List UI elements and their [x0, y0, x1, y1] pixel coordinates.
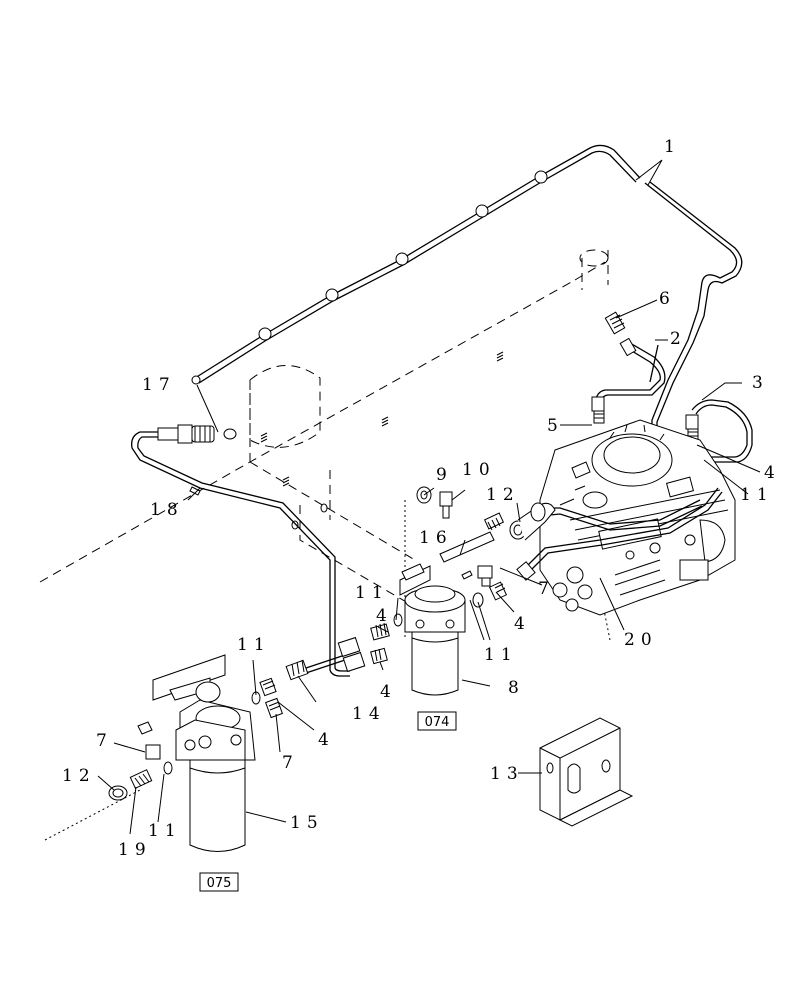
ref-label-074: 074 — [425, 715, 450, 730]
bracket-13 — [539, 717, 634, 827]
callout-4d: 4 — [380, 682, 397, 702]
block-bolts — [260, 351, 504, 530]
callout-9: 9 — [436, 465, 453, 485]
fittings-lower — [108, 659, 309, 801]
callout-1: 1 — [664, 137, 681, 157]
callout-7b: 7 — [282, 753, 299, 773]
ref-label-075: 075 — [207, 876, 232, 891]
callout-13: 13 — [490, 764, 524, 784]
callout-2: 2 — [670, 329, 687, 349]
callout-7c: 7 — [96, 731, 113, 751]
callout-6: 6 — [659, 289, 676, 309]
callout-3: 3 — [752, 373, 769, 393]
injection-pump — [539, 419, 736, 616]
callout-5: 5 — [547, 416, 564, 436]
callout-14: 14 — [352, 704, 386, 724]
fuel-line-18 — [131, 431, 350, 677]
fittings-mid — [370, 565, 508, 665]
callout-19: 19 — [118, 840, 152, 860]
fuel-line-14 — [299, 636, 366, 676]
callout-4b: 4 — [514, 614, 531, 634]
callout-11b: 11 — [355, 583, 389, 603]
fitting-17 — [157, 424, 237, 444]
callout-11e: 11 — [148, 821, 182, 841]
injector-leakoff-line — [191, 144, 743, 470]
fuel-filter-15 — [137, 654, 256, 852]
callout-4c: 4 — [376, 606, 393, 626]
fuel-line-20 — [516, 487, 723, 581]
fuel-filter-8 — [399, 563, 466, 696]
callout-labels: 1 2 3 4 5 6 11 17 18 9 10 12 16 11 7 4 1… — [62, 137, 781, 860]
callout-12b: 12 — [62, 766, 96, 786]
callout-4e: 4 — [318, 730, 335, 750]
callout-18: 18 — [150, 500, 184, 520]
ref-box-074: 074 — [417, 711, 457, 731]
callout-11a: 11 — [740, 485, 774, 505]
engine-block-phantom-outline — [39, 249, 721, 841]
ref-box-075: 075 — [199, 872, 239, 892]
callout-8: 8 — [508, 678, 525, 698]
callout-16: 16 — [419, 528, 453, 548]
callout-4a: 4 — [764, 463, 781, 483]
bolt-16 — [439, 512, 505, 580]
callout-11d: 11 — [237, 635, 271, 655]
callout-10: 10 — [462, 460, 496, 480]
callout-17: 17 — [142, 375, 176, 395]
callout-15: 15 — [290, 813, 324, 833]
callout-7a: 7 — [538, 579, 555, 599]
banjo-12-upper — [509, 502, 556, 541]
fuel-line-3 — [691, 399, 753, 463]
callout-11c: 11 — [484, 645, 518, 665]
callout-20: 20 — [624, 630, 658, 650]
leader-lines — [97, 159, 761, 835]
washer-bolt-9-10 — [416, 486, 453, 519]
callout-12a: 12 — [486, 485, 520, 505]
